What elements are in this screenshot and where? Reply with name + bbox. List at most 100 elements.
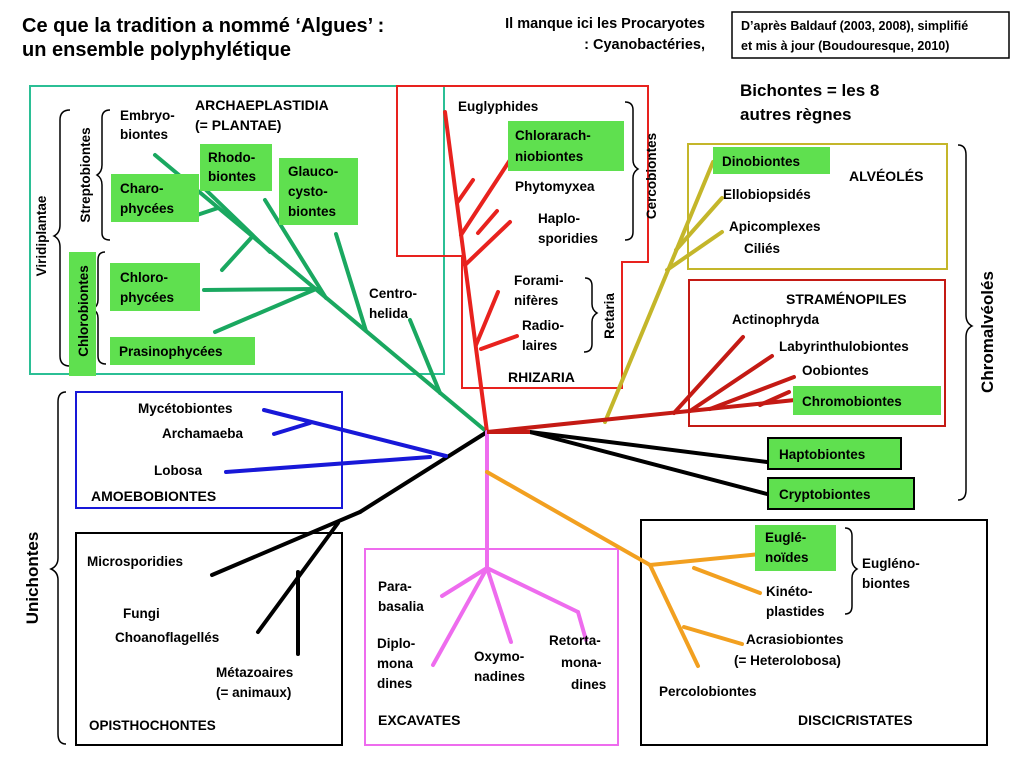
chromobiontes-highlight xyxy=(793,386,941,415)
viridiplantae-label: Viridiplantae xyxy=(34,195,49,276)
excavates-branches xyxy=(431,430,588,667)
stramenopiles-frame xyxy=(688,279,946,427)
haplosporidies-line-1: Haplo- xyxy=(538,211,580,226)
alveoles-title: ALVÉOLÉS xyxy=(849,168,923,184)
amoebobiontes-frame xyxy=(75,391,343,509)
chlorophycees-line-1: Chloro- xyxy=(120,270,168,285)
embryobiontes-line-1: Embryo- xyxy=(120,108,175,123)
parabasalia-line-2: basalia xyxy=(378,599,424,614)
excavates-title: EXCAVATES xyxy=(378,712,460,728)
rhizaria-title: RHIZARIA xyxy=(508,369,575,385)
dinobiontes-label: Dinobiontes xyxy=(722,154,800,169)
rhodobiontes-line-1: Rhodo- xyxy=(208,150,255,165)
stramenopiles-title: STRAMÉNOPILES xyxy=(786,291,907,307)
kinetoplastides-line-1: Kinéto- xyxy=(766,584,813,599)
chromalveoles-brace xyxy=(957,144,974,501)
retaria-brace xyxy=(583,277,599,353)
fungi-label: Fungi xyxy=(123,606,160,621)
embryobiontes-line-2: biontes xyxy=(120,127,168,142)
cercobiontes-brace xyxy=(624,101,640,241)
metazoaires-line-2: (= animaux) xyxy=(216,685,291,700)
dinobiontes-highlight xyxy=(713,147,830,174)
cryptobiontes-label: Cryptobiontes xyxy=(779,487,871,502)
chlorophycees-highlight xyxy=(110,263,200,311)
percolobiontes-label: Percolobiontes xyxy=(659,684,757,699)
chromalveoles-label: Chromalvéolés xyxy=(978,271,997,393)
glaucocystobiontes-highlight xyxy=(279,158,358,225)
cilies-label: Ciliés xyxy=(744,241,780,256)
metazoaires-line-1: Métazoaires xyxy=(216,665,293,680)
cryptobiontes-box xyxy=(767,477,915,510)
rhodobiontes-highlight xyxy=(200,144,272,191)
foraminiferes-line-2: nifères xyxy=(514,293,558,308)
prasinophycees-label: Prasinophycées xyxy=(119,344,223,359)
foraminiferes-line-1: Forami- xyxy=(514,273,564,288)
euglenobiontes-brace xyxy=(844,527,859,615)
stramenopiles-branches xyxy=(485,335,797,434)
apicomplexes-label: Apicomplexes xyxy=(729,219,821,234)
chlorarachniobiontes-line-1: Chlorarach- xyxy=(515,128,591,143)
mycetobiontes-label: Mycétobiontes xyxy=(138,401,233,416)
phytomyxea-label: Phytomyxea xyxy=(515,179,595,194)
discicristates-frame xyxy=(640,519,988,746)
discicristates-title: DISCICRISTATES xyxy=(798,712,913,728)
amoebobiontes-title: AMOEBOBIONTES xyxy=(91,488,216,504)
discicristates-branches xyxy=(485,470,772,668)
euglenoides-highlight xyxy=(755,525,836,571)
centrohelida-line-2: helida xyxy=(369,306,409,321)
citation-line-2: et mis à jour (Boudouresque, 2010) xyxy=(741,39,949,53)
acrasiobiontes-line-2: (= Heterolobosa) xyxy=(734,653,841,668)
euglenobiontes-line-1: Eugléno- xyxy=(862,556,920,571)
glaucocystobiontes-line-3: biontes xyxy=(288,204,336,219)
choanoflagelles-label: Choanoflagellés xyxy=(115,630,219,645)
diplomonadines-line-2: mona xyxy=(377,656,413,671)
alveoles-frame xyxy=(687,143,948,270)
title-line-1: Ce que la tradition a nommé ‘Algues’ : xyxy=(22,15,384,37)
ellobiopsides-label: Ellobiopsidés xyxy=(723,187,811,202)
microsporidies-label: Microsporidies xyxy=(87,554,183,569)
charophycees-line-1: Charo- xyxy=(120,181,164,196)
chlorobiontes-label: Chlorobiontes xyxy=(76,265,91,357)
charophycees-line-2: phycées xyxy=(120,201,174,216)
haptobiontes-label: Haptobiontes xyxy=(779,447,865,462)
rhizaria-frame xyxy=(396,85,649,389)
euglenoides-line-1: Euglé- xyxy=(765,530,806,545)
procaryotes-note-line-1: Il manque ici les Procaryotes xyxy=(505,16,705,32)
radiolaires-line-2: laires xyxy=(522,338,557,353)
viridiplantae-brace xyxy=(52,109,71,367)
excavates-frame xyxy=(364,548,619,746)
alveoles-branches xyxy=(603,160,724,424)
diplomonadines-line-1: Diplo- xyxy=(377,636,415,651)
chromobiontes-label: Chromobiontes xyxy=(802,394,902,409)
streptobiontes-brace xyxy=(95,109,111,241)
citation-box xyxy=(731,11,1010,59)
black-branches xyxy=(210,430,769,656)
amoebobiontes-branches xyxy=(224,408,448,474)
chlorobiontes-highlight xyxy=(69,252,96,376)
kinetoplastides-line-2: plastides xyxy=(766,604,825,619)
title-line-2: un ensemble polyphylétique xyxy=(22,39,291,61)
rhizaria-branches xyxy=(443,110,519,434)
oxymonadines-line-2: nadines xyxy=(474,669,525,684)
retortamonadines-line-3: dines xyxy=(571,677,606,692)
euglyphides-label: Euglyphides xyxy=(458,99,538,114)
bichontes-line-2: autres règnes xyxy=(740,105,852,124)
streptobiontes-label: Streptobiontes xyxy=(78,127,93,222)
haplosporidies-line-2: sporidies xyxy=(538,231,598,246)
retortamonadines-line-2: mona- xyxy=(561,655,602,670)
opisthochontes-title: OPISTHOCHONTES xyxy=(89,718,216,733)
glaucocystobiontes-line-1: Glauco- xyxy=(288,164,338,179)
prasinophycees-highlight xyxy=(110,337,255,365)
chlorarachniobiontes-line-2: niobiontes xyxy=(515,149,583,164)
oxymonadines-line-1: Oxymo- xyxy=(474,649,524,664)
actinophryda-label: Actinophryda xyxy=(732,312,819,327)
centrohelida-line-1: Centro- xyxy=(369,286,417,301)
retaria-label: Retaria xyxy=(602,293,617,339)
chlorophycees-line-2: phycées xyxy=(120,290,174,305)
archaeplastidia-title: ARCHAEPLASTIDIA xyxy=(195,97,329,113)
archamaeba-label: Archamaeba xyxy=(162,426,244,441)
cercobiontes-label: Cercobiontes xyxy=(644,133,659,219)
euglenobiontes-line-2: biontes xyxy=(862,576,910,591)
euglenoides-line-2: noïdes xyxy=(765,550,809,565)
